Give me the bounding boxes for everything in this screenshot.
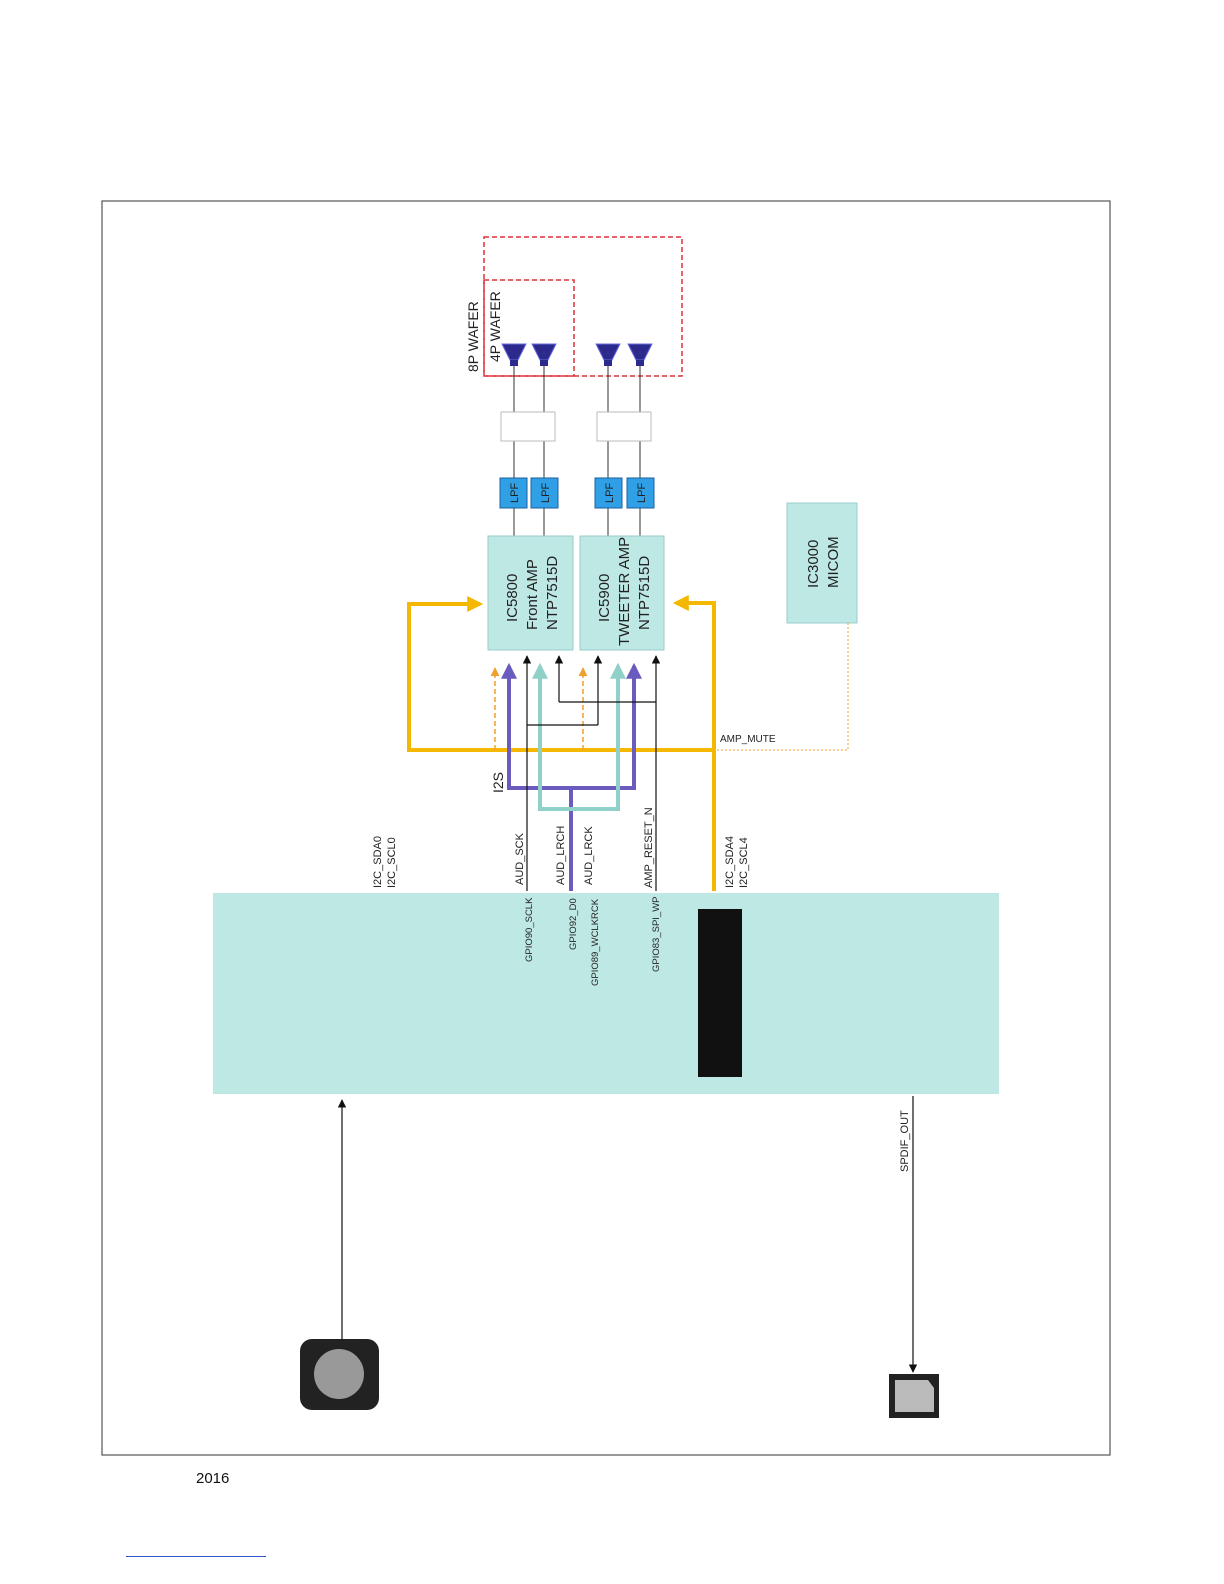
input-connector-icon [300, 1339, 379, 1410]
spdif-connector-icon [889, 1374, 939, 1418]
wafer-8p-label: 8P WAFER [465, 301, 481, 372]
lpf-block: LPF [531, 478, 558, 508]
speaker-icon [628, 344, 652, 366]
aud-lrch-label: AUD_LRCH [555, 826, 567, 885]
speaker-icon [532, 344, 556, 366]
svg-text:LPF: LPF [540, 483, 552, 503]
diagram-frame [102, 201, 1110, 1455]
footer-link-underline[interactable] [126, 1556, 266, 1557]
gpio-sclk-label: GPIO90_SCLK [524, 897, 535, 962]
amp-mute-line [714, 623, 848, 750]
amp-reset-label: AMP_RESET_N [643, 807, 655, 888]
front-amp-chip: IC5800 Front AMP NTP7515D [488, 536, 573, 650]
speaker-wires [514, 366, 640, 536]
gpio-wclk-label: GPIO89_WCLKRCK [590, 898, 601, 986]
aud-sck-label: AUD_SCK [514, 832, 526, 885]
speaker-icon [502, 344, 526, 366]
i2c-right-label-1: I2C_SDA4 [724, 836, 736, 888]
i2s-label: I2S [490, 772, 506, 793]
soc-black-bar [698, 909, 742, 1077]
wafer-4p-label: 4P WAFER [487, 291, 503, 362]
main-soc-block [213, 893, 999, 1094]
amp-mute-label: AMP_MUTE [720, 734, 776, 745]
svg-text:LPF: LPF [604, 483, 616, 503]
gpio-spi-label: GPIO83_SPI_WP [651, 896, 662, 972]
svg-text:MICOM: MICOM [825, 536, 842, 588]
speaker-icon [596, 344, 620, 366]
i2c-left-label-1: I2C_SDA0 [372, 836, 384, 888]
filter-box-front [501, 412, 555, 441]
svg-text:NTP7515D: NTP7515D [636, 556, 653, 630]
svg-text:IC5900: IC5900 [596, 574, 613, 622]
svg-text:LPF: LPF [509, 483, 521, 503]
footer-year: 2016 [196, 1470, 229, 1487]
svg-text:Front AMP: Front AMP [524, 559, 541, 630]
svg-text:NTP7515D: NTP7515D [544, 556, 561, 630]
micom-chip: IC3000 MICOM [787, 503, 857, 623]
i2c-left-label-2: I2C_SCL0 [386, 837, 398, 888]
svg-text:IC3000: IC3000 [805, 540, 822, 588]
lpf-block: LPF [500, 478, 527, 508]
lpf-block: LPF [595, 478, 622, 508]
lpf-block: LPF [627, 478, 654, 508]
aud-lrck-label: AUD_LRCK [583, 826, 595, 885]
i2s-bus [509, 666, 634, 891]
i2c-right-label-2: I2C_SCL4 [738, 837, 750, 888]
svg-text:IC5800: IC5800 [504, 574, 521, 622]
spdif-out-label: SPDIF_OUT [899, 1110, 911, 1172]
svg-text:TWEETER AMP: TWEETER AMP [616, 537, 633, 646]
filter-box-tweeter [597, 412, 651, 441]
tweeter-amp-chip: IC5900 TWEETER AMP NTP7515D [580, 536, 664, 650]
gpio-d0-label: GPIO92_D0 [568, 898, 579, 950]
svg-text:LPF: LPF [636, 483, 648, 503]
